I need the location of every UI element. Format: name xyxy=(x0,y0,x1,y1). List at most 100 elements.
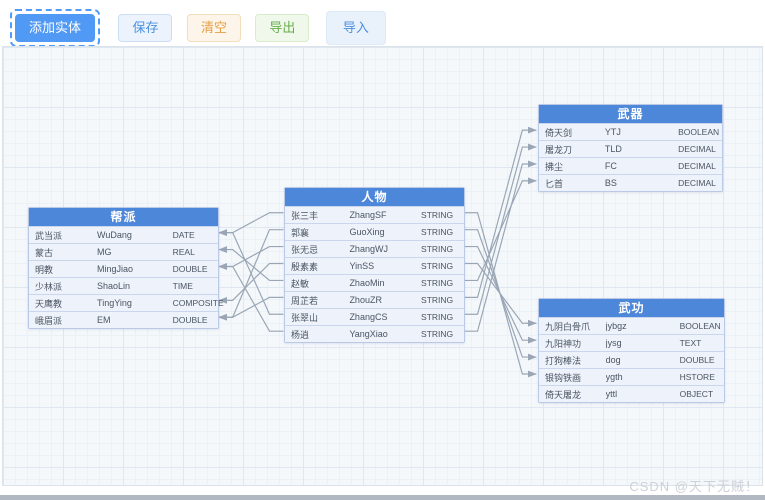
field-type: STRING xyxy=(421,227,454,237)
connection-line[interactable] xyxy=(218,263,284,332)
field-code: dog xyxy=(605,355,621,365)
connection-line[interactable] xyxy=(463,160,537,332)
field-name: 银钩铁画 xyxy=(545,372,582,383)
export-button[interactable]: 导出 xyxy=(255,14,310,42)
field-type: STRING xyxy=(421,261,454,271)
connection-line[interactable] xyxy=(463,177,537,282)
field-name: 武当派 xyxy=(35,230,63,241)
field-code: YinSS xyxy=(349,261,375,271)
field-code: ShaoLin xyxy=(97,281,131,291)
entity-row[interactable]: 武当派 WuDang DATE xyxy=(29,226,218,243)
field-type: STRING xyxy=(421,244,454,254)
connection-layer xyxy=(218,126,537,378)
field-type: TEXT xyxy=(679,338,702,348)
field-code: ZhangSF xyxy=(349,210,387,220)
field-code: MG xyxy=(97,247,112,257)
field-code: ZhouZR xyxy=(349,295,382,305)
field-type: DECIMAL xyxy=(678,144,716,154)
field-type: DOUBLE xyxy=(172,264,208,274)
field-name: 九阳神功 xyxy=(545,338,582,349)
entity-row[interactable]: 张翠山 ZhangCS STRING xyxy=(285,308,464,325)
entity-row[interactable]: 屠龙刀 TLD DECIMAL xyxy=(539,140,722,157)
field-code: WuDang xyxy=(97,230,132,240)
entity-row[interactable]: 峨眉派 EM DOUBLE xyxy=(29,311,218,328)
window-bottom-bar xyxy=(0,495,765,500)
connection-line[interactable] xyxy=(218,262,284,304)
field-type: DATE xyxy=(172,230,195,240)
save-button[interactable]: 保存 xyxy=(118,14,173,42)
field-code: ZhangCS xyxy=(349,312,388,322)
field-name: 天鹰教 xyxy=(35,298,63,309)
field-code: ZhaoMin xyxy=(349,278,385,288)
import-button[interactable]: 导入 xyxy=(325,11,386,45)
field-code: yttl xyxy=(605,389,618,399)
entity-row[interactable]: 郭襄 GuoXing STRING xyxy=(285,223,464,240)
entity-row[interactable]: 倚天屠龙 yttl OBJECT xyxy=(539,385,724,402)
field-code: ZhangWJ xyxy=(349,244,388,254)
entity-row[interactable]: 张三丰 ZhangSF STRING xyxy=(285,206,464,223)
add-entity-button[interactable]: 添加实体 xyxy=(15,14,96,42)
field-name: 殷素素 xyxy=(291,261,319,272)
connection-line[interactable] xyxy=(218,296,284,321)
field-type: DOUBLE xyxy=(679,355,715,365)
field-code: EM xyxy=(97,315,111,325)
field-type: OBJECT xyxy=(679,389,714,399)
field-name: 倚天屠龙 xyxy=(545,389,582,400)
field-type: HSTORE xyxy=(679,372,715,382)
entity-row[interactable]: 打狗棒法 dog DOUBLE xyxy=(539,351,724,368)
field-name: 郭襄 xyxy=(291,227,310,238)
field-name: 打狗棒法 xyxy=(545,355,582,366)
field-name: 张三丰 xyxy=(291,210,319,221)
watermark-text: CSDN @天下无贼！ xyxy=(629,479,759,494)
field-name: 拂尘 xyxy=(545,161,564,172)
field-type: STRING xyxy=(421,312,454,322)
entity-row[interactable]: 殷素素 YinSS STRING xyxy=(285,257,464,274)
connection-line[interactable] xyxy=(463,126,537,298)
connection-line[interactable] xyxy=(218,229,284,321)
connection-line[interactable] xyxy=(218,246,284,282)
add-entity-selection-outline: 添加实体 xyxy=(10,9,101,47)
field-name: 赵敏 xyxy=(291,278,310,289)
field-name: 少林派 xyxy=(35,281,63,292)
clear-button[interactable]: 清空 xyxy=(186,14,241,42)
field-name: 杨逍 xyxy=(291,329,310,340)
field-name: 周芷若 xyxy=(291,295,319,306)
field-code: jybgz xyxy=(605,321,627,331)
field-type: BOOLEAN xyxy=(679,321,721,331)
field-code: TLD xyxy=(604,144,622,154)
entity-table-title: 人物 xyxy=(285,188,464,206)
field-code: YangXiao xyxy=(349,329,388,339)
field-type: STRING xyxy=(421,210,454,220)
field-type: DOUBLE xyxy=(172,315,208,325)
field-code: GuoXing xyxy=(349,227,385,237)
field-name: 张翠山 xyxy=(291,312,319,323)
field-code: jysg xyxy=(605,338,622,348)
field-name: 峨眉派 xyxy=(35,315,63,326)
entity-table-title: 帮派 xyxy=(29,208,218,226)
field-name: 明教 xyxy=(35,264,54,275)
field-code: YTJ xyxy=(604,127,621,137)
entity-table-title: 武功 xyxy=(539,299,724,317)
connection-line[interactable] xyxy=(463,212,537,378)
entity-row[interactable]: 九阳神功 jysg TEXT xyxy=(539,334,724,351)
field-name: 屠龙刀 xyxy=(545,144,573,155)
toolbar: 添加实体 保存 清空 导出 导入 xyxy=(0,0,765,47)
